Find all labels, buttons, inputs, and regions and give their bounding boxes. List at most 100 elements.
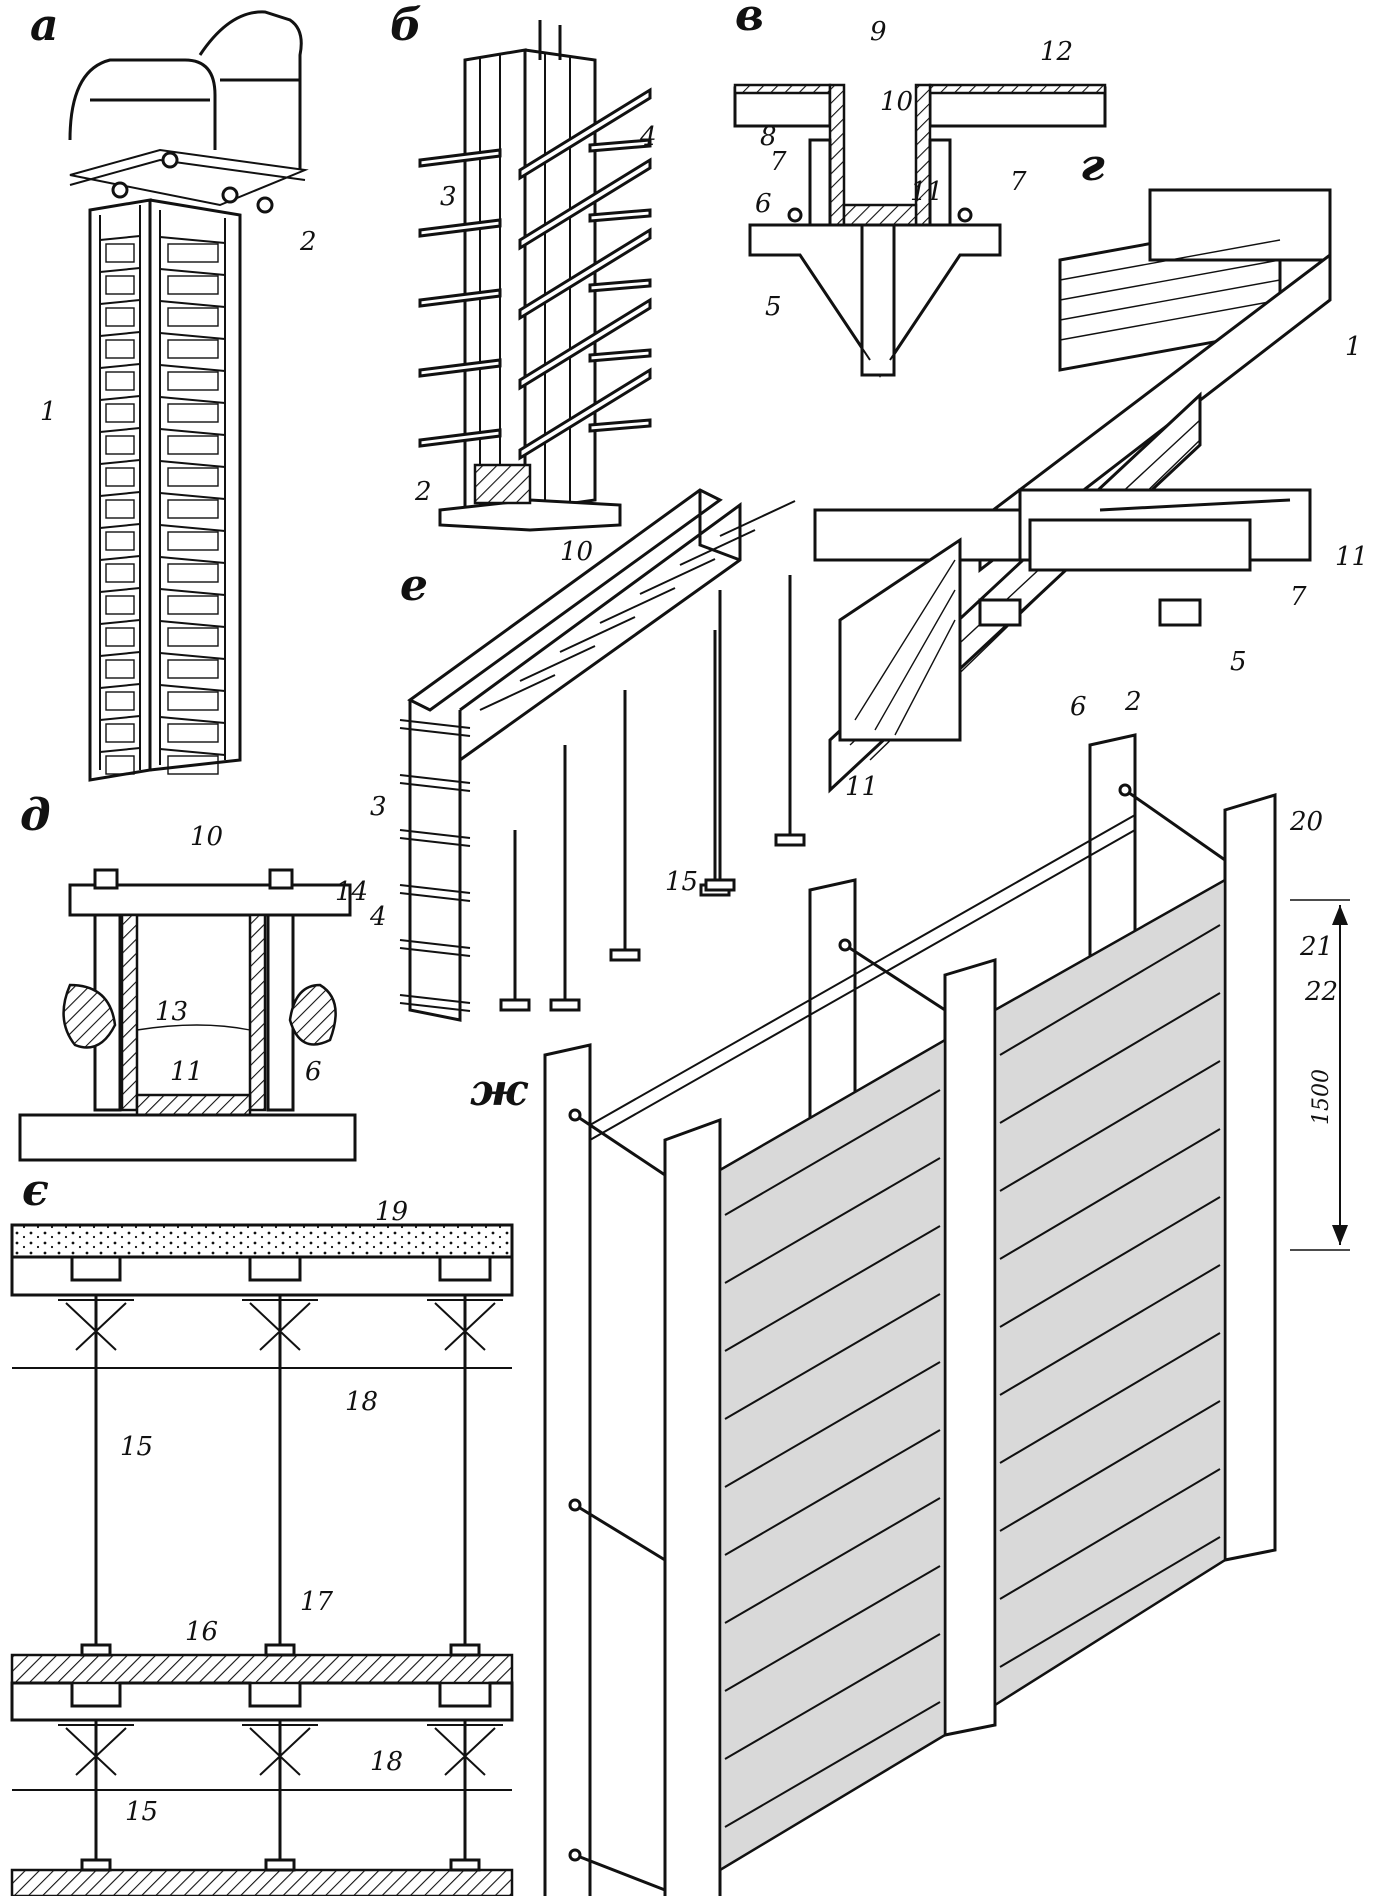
side-yoke xyxy=(399,774,471,792)
column-panel-cell xyxy=(105,627,135,647)
clamp-bar xyxy=(418,288,502,308)
column-panel-cell xyxy=(105,275,135,295)
column-panel-cell xyxy=(105,371,135,391)
column-yoke xyxy=(99,747,226,756)
callout-ye-15b: 15 xyxy=(125,1797,158,1827)
clamp-bar xyxy=(418,358,502,378)
top-yoke xyxy=(599,587,676,624)
form-tie xyxy=(574,1503,666,1562)
column-panel-cell xyxy=(167,307,219,327)
panel-b-timber-column xyxy=(418,20,652,532)
prop-base xyxy=(264,1643,296,1657)
prop-head xyxy=(242,1299,318,1351)
column-panel-cell xyxy=(167,435,219,455)
column-panel-cell xyxy=(167,499,219,519)
callout-d-13: 13 xyxy=(155,997,188,1027)
label-panel-b: б xyxy=(390,0,422,51)
callout-d-10: 10 xyxy=(190,822,223,852)
clamp-bar xyxy=(518,367,652,461)
column-panel-cell xyxy=(167,371,219,391)
callout-v-9: 9 xyxy=(870,17,887,47)
panel-ye-multistorey-shoring xyxy=(10,1223,514,1896)
panel-rib xyxy=(724,1701,941,1828)
callout-g-1: 1 xyxy=(1345,332,1362,362)
column-panel-cell xyxy=(167,627,219,647)
column-panel-cell xyxy=(167,403,219,423)
callout-v-5: 5 xyxy=(765,292,782,322)
column-panel-cell xyxy=(167,755,219,775)
clamp-bar xyxy=(588,138,652,153)
top-yoke xyxy=(519,645,596,682)
side-yoke xyxy=(399,939,471,957)
column-panel-cell xyxy=(167,563,219,583)
column-yoke xyxy=(99,715,226,724)
callout-e-3: 3 xyxy=(370,792,387,822)
form-tie xyxy=(574,1853,666,1892)
callout-ye-18b: 18 xyxy=(370,1747,403,1777)
panel-rib xyxy=(999,1196,1221,1328)
column-panel-cell xyxy=(105,403,135,423)
shore-base-plate xyxy=(774,833,806,847)
column-yoke xyxy=(99,363,226,372)
form-tie xyxy=(574,1113,666,1177)
panel-v-beam-section xyxy=(733,83,1107,378)
callout-v-11: 11 xyxy=(910,177,943,207)
callout-ye-18a: 18 xyxy=(345,1387,378,1417)
clamp-bar xyxy=(518,227,652,321)
callout-v-10: 10 xyxy=(880,87,913,117)
shore-base-plate xyxy=(704,878,736,892)
column-yoke xyxy=(99,555,226,564)
column-panel-cell xyxy=(105,595,135,615)
callout-b-4: 4 xyxy=(639,122,657,152)
column-panel-cell xyxy=(105,435,135,455)
column-yoke xyxy=(99,651,226,660)
callout-ye-17: 17 xyxy=(300,1587,334,1617)
column-panel-cell xyxy=(167,275,219,295)
column-yoke xyxy=(99,523,226,532)
callout-b-2: 2 xyxy=(414,477,432,507)
side-yoke xyxy=(399,994,471,1012)
top-yoke xyxy=(559,616,636,653)
prop-head xyxy=(58,1724,134,1776)
column-yoke xyxy=(99,587,226,596)
callout-zh-22: 22 xyxy=(1304,977,1338,1007)
panel-rib xyxy=(999,1128,1221,1260)
label-panel-a: а xyxy=(30,0,59,51)
label-panel-v: в xyxy=(735,0,764,41)
callout-zh-21: 21 xyxy=(1299,932,1333,962)
column-panel-cell xyxy=(105,339,135,359)
clamp-bar xyxy=(518,87,652,181)
callout-d-11: 11 xyxy=(170,1057,203,1087)
callout-labels: 1 2 2 3 4 5 6 7 8 9 10 11 12 7 1 5 6 7 1… xyxy=(40,17,1368,1827)
clamp-bar xyxy=(418,428,502,448)
column-panel-cell xyxy=(105,499,135,519)
panel-rib xyxy=(724,1157,941,1284)
column-panel-cell xyxy=(167,723,219,743)
side-yoke xyxy=(399,829,471,847)
panel-rib xyxy=(999,1536,1221,1668)
callout-g-11b: 11 xyxy=(845,772,878,802)
label-panel-zh: ж xyxy=(470,1065,529,1116)
side-yoke xyxy=(399,719,471,737)
callout-a-1: 1 xyxy=(40,397,57,427)
prop-head xyxy=(242,1724,318,1776)
column-panel-cell xyxy=(167,659,219,679)
callout-ye-19: 19 xyxy=(375,1197,408,1227)
callout-v-8: 8 xyxy=(760,122,777,152)
top-yoke xyxy=(639,558,716,595)
shore-base-plate xyxy=(609,948,641,962)
label-panel-ye: є xyxy=(22,1165,49,1216)
callout-g-11a: 11 xyxy=(1335,542,1368,572)
panel-rib xyxy=(724,1633,941,1760)
callout-g-6: 6 xyxy=(1070,692,1087,722)
column-yoke xyxy=(99,299,226,308)
panel-rib xyxy=(999,1332,1221,1464)
wedge-bolt xyxy=(957,207,973,223)
side-yoke xyxy=(399,884,471,902)
column-yoke xyxy=(99,331,226,340)
tie-end xyxy=(838,938,852,952)
clamp-bar xyxy=(588,348,652,363)
column-panel-cell xyxy=(105,243,135,263)
panel-d-beam-section xyxy=(18,868,357,1162)
column-panel-cell xyxy=(167,595,219,615)
